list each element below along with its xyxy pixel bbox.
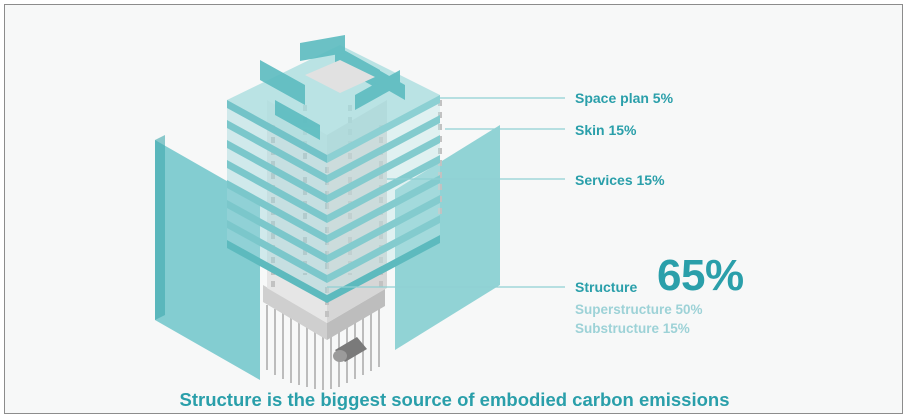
building-illustration — [155, 35, 565, 390]
basement-block — [263, 285, 327, 340]
floor-slabs — [227, 45, 440, 303]
tunnel-cylinder — [333, 337, 367, 362]
skin-panel-left-edge — [155, 135, 165, 320]
label-skin: Skin 15% — [575, 122, 637, 138]
label-substructure: Substructure 15% — [575, 321, 690, 336]
roof-opening — [305, 60, 375, 93]
label-services: Services 15% — [575, 172, 665, 188]
skin-panel-left — [155, 140, 260, 380]
skin-panel-right — [395, 125, 500, 350]
label-superstructure: Superstructure 50% — [575, 302, 703, 317]
glass-facade-right — [327, 95, 440, 295]
label-space-plan: Space plan 5% — [575, 90, 674, 106]
structure-percentage: 65% — [657, 251, 744, 300]
glass-facade-left — [227, 100, 327, 295]
label-structure: Structure — [575, 279, 638, 295]
caption: Structure is the biggest source of embod… — [179, 389, 730, 410]
infographic-frame: Space plan 5% Skin 15% Services 15% Stru… — [4, 4, 903, 414]
leader-lines — [327, 97, 565, 288]
